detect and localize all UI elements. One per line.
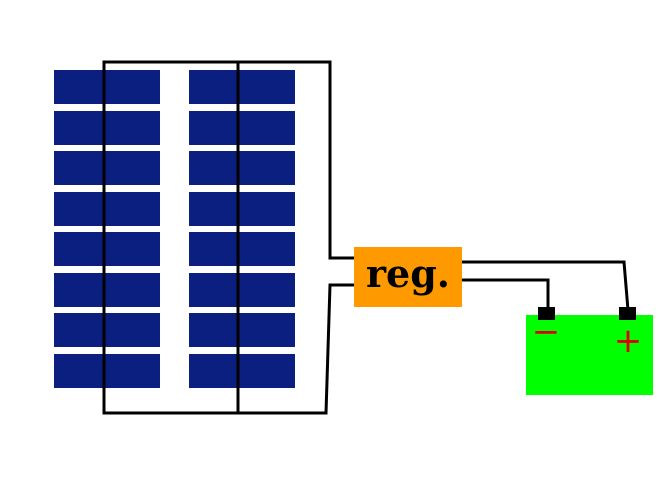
solar-cell bbox=[189, 70, 295, 104]
solar-cell bbox=[189, 192, 295, 226]
solar-cell bbox=[54, 192, 160, 226]
negative-wire bbox=[460, 278, 550, 312]
solar-cell bbox=[54, 70, 160, 104]
solar-cell bbox=[54, 354, 160, 388]
solar-panel bbox=[54, 70, 295, 388]
panel-wire-bottom bbox=[102, 283, 358, 415]
solar-cell bbox=[189, 151, 295, 185]
battery-body bbox=[526, 315, 653, 395]
solar-cell bbox=[54, 151, 160, 185]
solar-cell bbox=[189, 273, 295, 307]
battery: − + bbox=[526, 307, 653, 395]
regulator-box bbox=[354, 247, 462, 307]
solar-cell bbox=[189, 354, 295, 388]
solar-cell bbox=[54, 313, 160, 347]
panel-wire-frame bbox=[102, 60, 358, 415]
negative-sign: − bbox=[532, 312, 561, 352]
solar-cell bbox=[54, 232, 160, 266]
negative-terminal bbox=[538, 307, 555, 320]
positive-terminal bbox=[619, 307, 636, 320]
solar-cell bbox=[189, 111, 295, 145]
positive-sign: + bbox=[614, 321, 643, 361]
wiring bbox=[102, 60, 630, 415]
regulator-label: reg. bbox=[366, 251, 450, 296]
regulator: reg. bbox=[354, 247, 462, 307]
solar-cell bbox=[189, 232, 295, 266]
positive-wire bbox=[460, 260, 630, 312]
solar-cell bbox=[54, 273, 160, 307]
solar-cell bbox=[54, 111, 160, 145]
solar-cell bbox=[189, 313, 295, 347]
